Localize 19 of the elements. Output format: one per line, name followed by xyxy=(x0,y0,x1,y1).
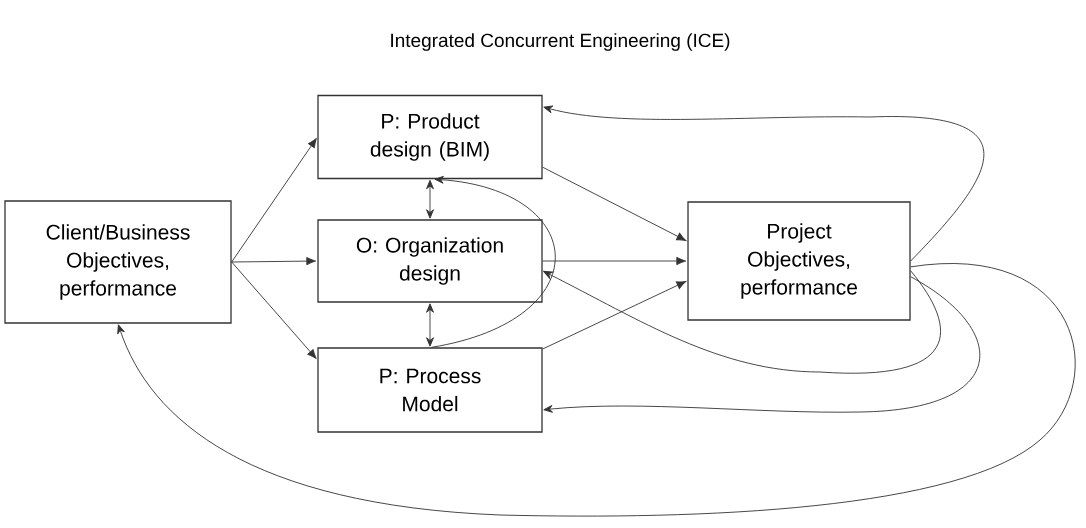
diagram-title: Integrated Concurrent Engineering (ICE) xyxy=(391,33,730,51)
process-box: O: Organization design xyxy=(317,219,543,303)
arrow xyxy=(117,263,1076,517)
process-box: P: Product design (BIM) xyxy=(317,94,543,180)
arrow xyxy=(543,105,985,262)
arrow xyxy=(542,280,687,350)
arrow xyxy=(542,166,687,241)
process-box: Project Objectives, performance xyxy=(687,201,911,321)
arrow xyxy=(231,137,317,263)
arrow xyxy=(543,270,941,374)
process-box: Client/Business Objectives, performance xyxy=(4,200,232,324)
arrow xyxy=(426,179,434,219)
arrow xyxy=(231,261,317,359)
arrow xyxy=(542,256,687,266)
arrow xyxy=(431,175,556,348)
arrow xyxy=(543,276,980,413)
process-box: P: Process Model xyxy=(317,347,543,433)
arrow xyxy=(426,303,434,347)
arrow xyxy=(231,257,317,266)
